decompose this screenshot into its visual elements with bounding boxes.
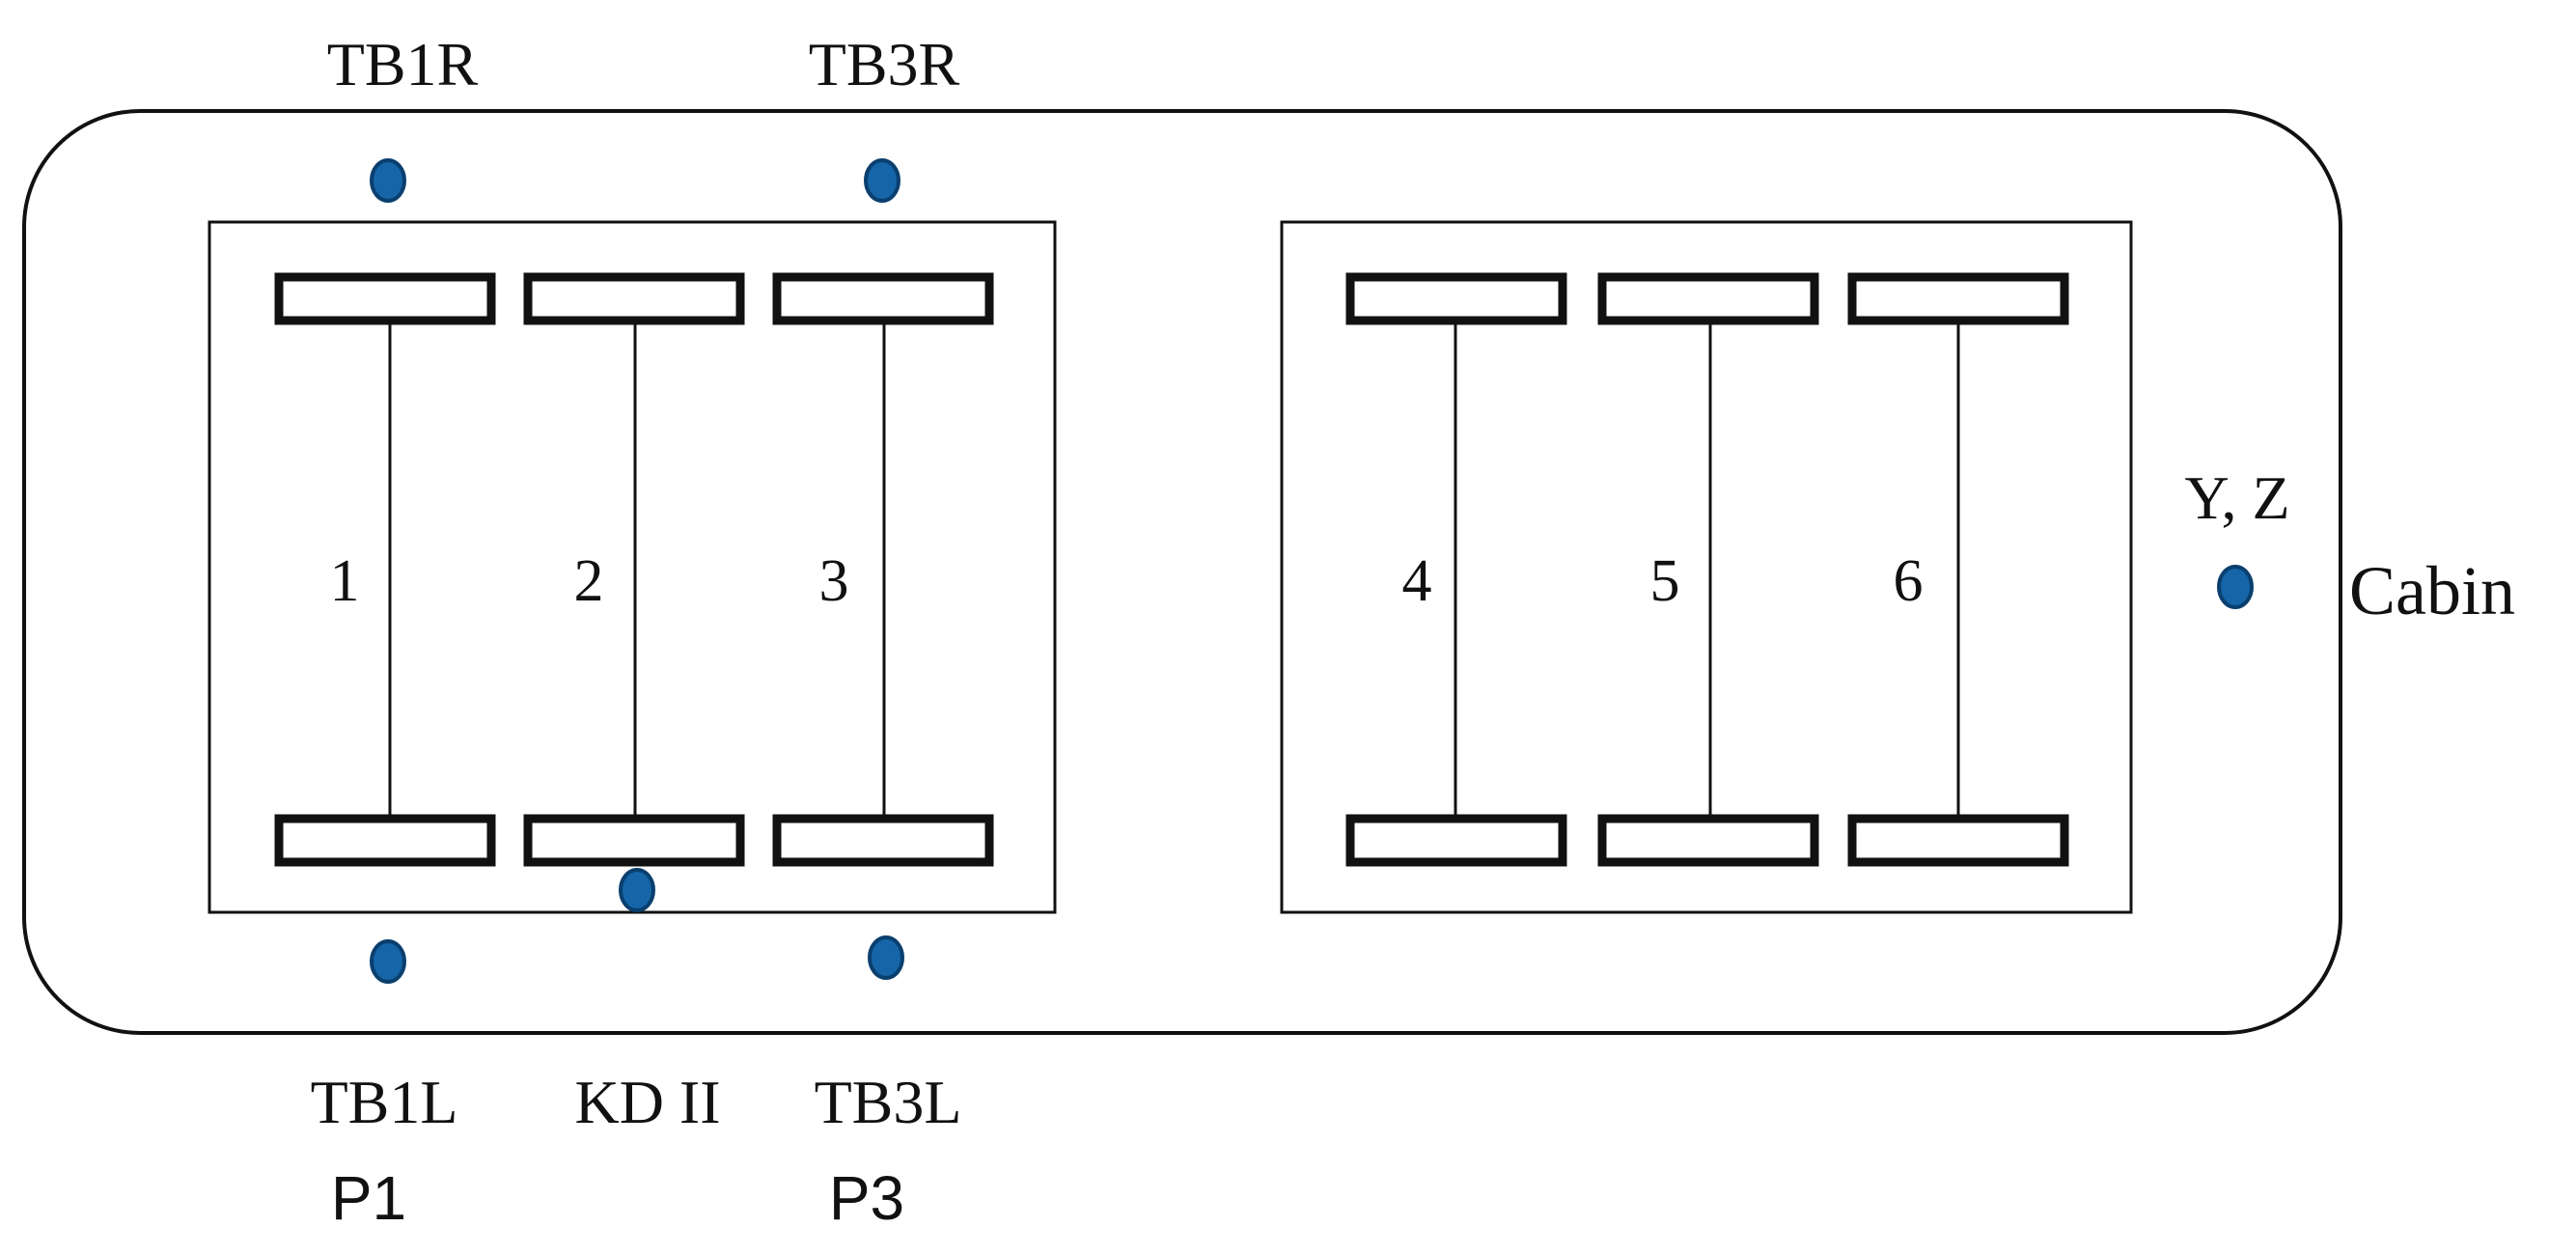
label-tb3r: TB3R <box>809 30 960 98</box>
wheel-top <box>1847 272 2069 325</box>
axle-5: 5 <box>1597 272 1819 867</box>
wheel-bottom <box>523 814 745 867</box>
bogie-frame-right <box>1280 220 2133 914</box>
wheel-bottom <box>1345 814 1567 867</box>
wheel-top <box>772 272 994 325</box>
label-p1: P1 <box>331 1163 406 1233</box>
wheel-bottom <box>1847 814 2069 867</box>
wheel-top <box>1597 272 1819 325</box>
wheel-bottom <box>274 814 496 867</box>
axle-1: 1 <box>274 272 496 867</box>
label-cabin-sensor: Y, Z <box>2184 463 2289 532</box>
sensor-dot-tb3r <box>864 158 900 203</box>
sensor-dot-tb1l <box>370 939 406 984</box>
axle-number: 5 <box>1650 548 1680 614</box>
label-tb1l: TB1L <box>311 1068 458 1136</box>
wheel-top <box>523 272 745 325</box>
label-tb3l: TB3L <box>815 1068 962 1136</box>
label-p3: P3 <box>829 1163 904 1233</box>
wheel-bottom <box>772 814 994 867</box>
label-kd2: KD II <box>574 1068 720 1136</box>
axle-number: 6 <box>1894 548 1924 614</box>
axle-number: 4 <box>1402 548 1432 614</box>
sensor-dot-tb1r <box>370 158 406 203</box>
axle-number: 2 <box>574 548 604 614</box>
sensor-dot-kd2 <box>619 868 655 912</box>
wheel-bottom <box>1597 814 1819 867</box>
cabin-outline <box>22 109 2342 1035</box>
sensor-dot-cabin <box>2217 565 2254 609</box>
wheel-top <box>274 272 496 325</box>
axle-6: 6 <box>1847 272 2069 867</box>
sensor-dot-tb3l <box>868 935 904 980</box>
axle-number: 1 <box>330 548 360 614</box>
label-tb1r: TB1R <box>327 30 479 98</box>
axle-3: 3 <box>772 272 994 867</box>
bogie-frame-left <box>208 220 1057 914</box>
axle-2: 2 <box>523 272 745 867</box>
label-cabin: Cabin <box>2349 552 2515 629</box>
wheel-top <box>1345 272 1567 325</box>
axle-number: 3 <box>819 548 849 614</box>
axle-4: 4 <box>1345 272 1567 867</box>
